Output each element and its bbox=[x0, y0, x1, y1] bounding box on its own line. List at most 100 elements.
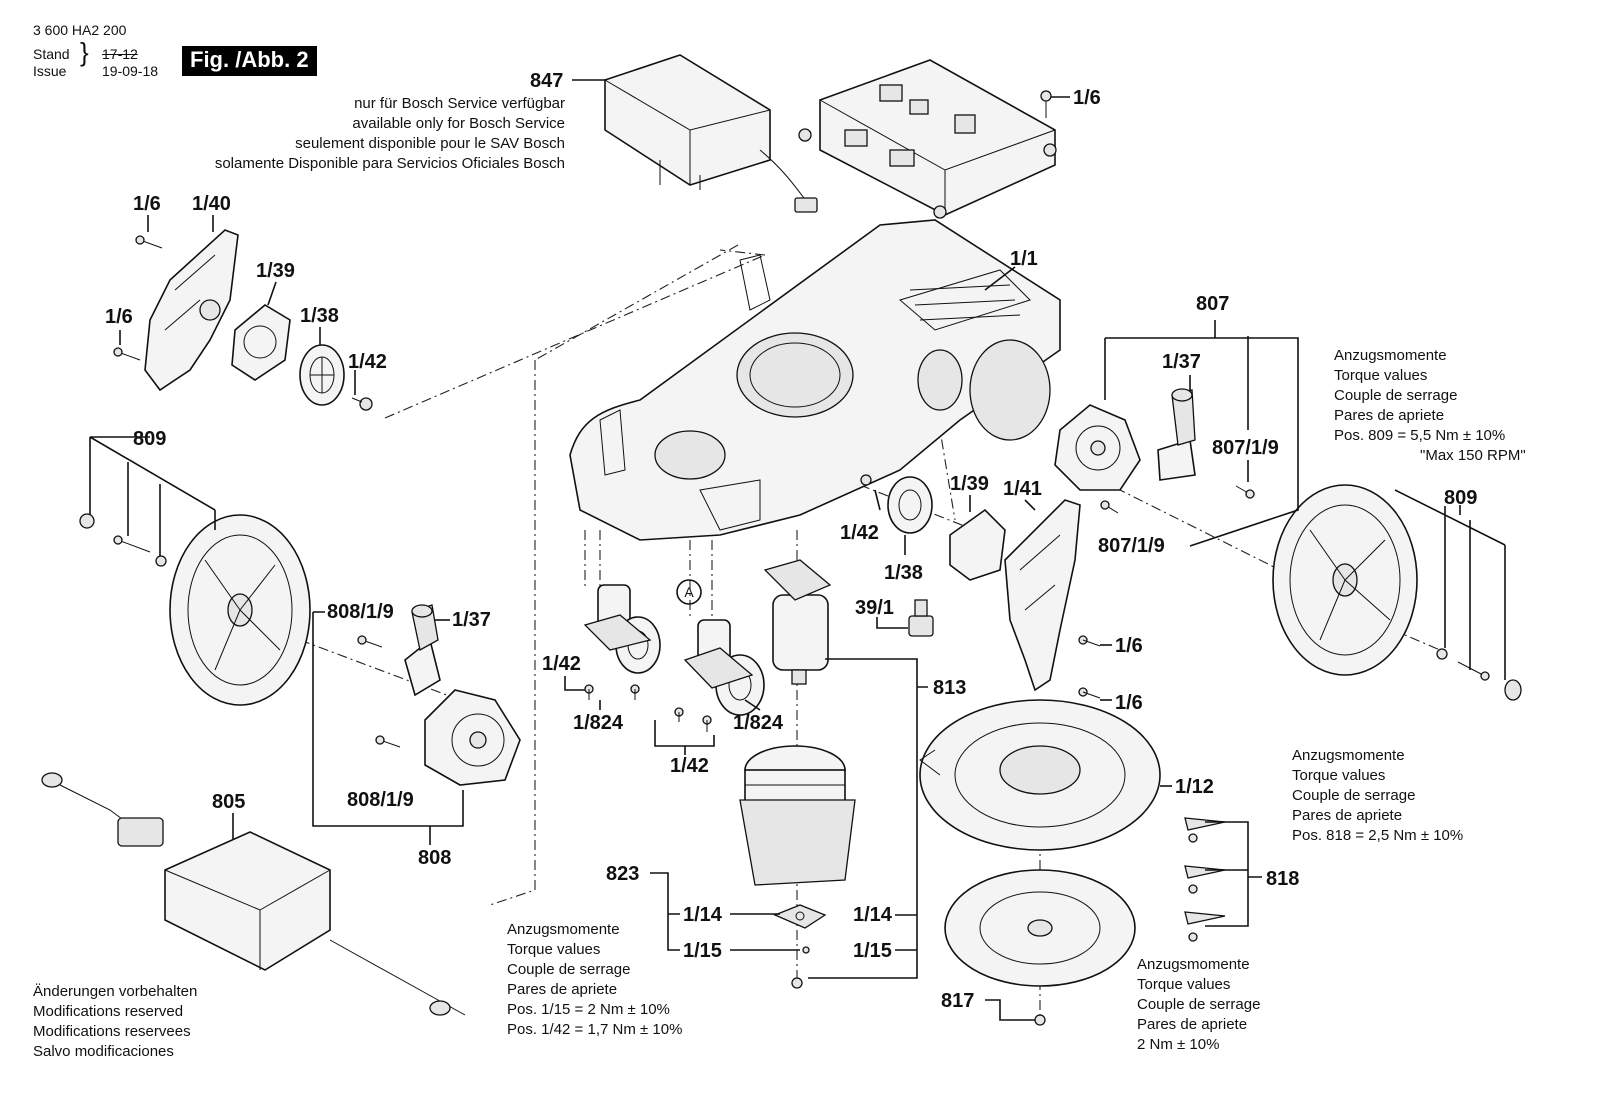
label-1-41: 1/41 bbox=[1003, 478, 1042, 500]
label-809-left: 809 bbox=[133, 428, 166, 450]
torque-note-line: Pares de apriete bbox=[507, 981, 618, 998]
service-note: nur für Bosch Service verfügbar availabl… bbox=[215, 94, 565, 174]
control-board bbox=[798, 59, 1057, 219]
torque-note-line: Pares de apriete bbox=[1292, 807, 1403, 824]
blades-818 bbox=[1184, 817, 1226, 942]
changes-note-line: Modifications reservees bbox=[33, 1023, 191, 1040]
label-1-42-wheel: 1/42 bbox=[542, 653, 581, 675]
torque-note-line: Pares de apriete bbox=[1137, 1016, 1248, 1033]
label-809-right: 809 bbox=[1444, 487, 1477, 509]
switch-39-1 bbox=[908, 599, 934, 637]
torque-note-line: 2 Nm ± 10% bbox=[1137, 1036, 1220, 1053]
guard-disc-817 bbox=[944, 869, 1136, 1026]
blade-disc-1-12 bbox=[919, 699, 1161, 851]
label-1-15-left: 1/15 bbox=[683, 940, 722, 962]
label-807-1-9-lower: 807/1/9 bbox=[1098, 535, 1165, 557]
label-1-6-mid-lower: 1/6 bbox=[1115, 692, 1143, 714]
gear-1-38-left bbox=[299, 344, 345, 406]
service-note-line: nur für Bosch Service verfügbar bbox=[354, 95, 565, 112]
gear-assembly-808 bbox=[424, 689, 521, 786]
label-1-37-right: 1/37 bbox=[1162, 351, 1201, 373]
torque-note-line: "Max 150 RPM" bbox=[1420, 447, 1526, 464]
label-1-38-mid: 1/38 bbox=[884, 562, 923, 584]
torque-note-line: Pos. 809 = 5,5 Nm ± 10% bbox=[1334, 427, 1506, 444]
blade-motor-813 bbox=[763, 559, 832, 685]
label-1-12: 1/12 bbox=[1175, 776, 1214, 798]
label-807-1-9-upper: 807/1/9 bbox=[1212, 437, 1279, 459]
label-1-824-right: 1/824 bbox=[733, 712, 784, 734]
issue-date: 19-09-18 bbox=[102, 63, 159, 79]
torque-note-disc: Anzugsmomente Torque values Couple de se… bbox=[1137, 955, 1260, 1055]
torque-note-line: Couple de serrage bbox=[507, 961, 631, 978]
label-39-1: 39/1 bbox=[855, 597, 894, 619]
changes-note-line: Salvo modificaciones bbox=[33, 1043, 174, 1060]
service-note-line: available only for Bosch Service bbox=[352, 115, 565, 132]
label-1-37-left: 1/37 bbox=[452, 609, 491, 631]
label-807: 807 bbox=[1196, 293, 1229, 315]
drive-motor-1-824-left bbox=[583, 584, 661, 674]
changes-note: Änderungen vorbehalten Modifications res… bbox=[33, 982, 197, 1062]
label-1-6-left-upper: 1/6 bbox=[133, 193, 161, 215]
label-1-14-left: 1/14 bbox=[683, 904, 723, 926]
bracket-1-37-right bbox=[1157, 388, 1196, 481]
screw-808-1-9-upper bbox=[357, 635, 383, 648]
screws-1-42-motors bbox=[584, 684, 712, 732]
torque-note-blade: Anzugsmomente Torque values Couple de se… bbox=[1292, 746, 1463, 846]
label-808: 808 bbox=[418, 847, 451, 869]
label-1-14-right: 1/14 bbox=[853, 904, 893, 926]
label-1-1: 1/1 bbox=[1010, 248, 1038, 270]
stand-date: 17-12 bbox=[102, 46, 138, 62]
gear-cover-1-39-mid bbox=[949, 508, 1006, 581]
label-1-42-left: 1/42 bbox=[348, 351, 387, 373]
gear-cover-1-39-left bbox=[231, 304, 291, 381]
label-1-40: 1/40 bbox=[192, 193, 231, 215]
gear-1-38-mid bbox=[887, 476, 933, 534]
wheel-left-809 bbox=[169, 514, 311, 706]
label-817: 817 bbox=[941, 990, 974, 1012]
label-1-6-mid-upper: 1/6 bbox=[1115, 635, 1143, 657]
screw-1-42-mid bbox=[860, 474, 872, 486]
label-1-15-right: 1/15 bbox=[853, 940, 892, 962]
label-1-39-mid: 1/39 bbox=[950, 473, 989, 495]
hub-nut-809-left bbox=[79, 513, 167, 567]
figure-title: Fig. /Abb. 2 bbox=[182, 46, 317, 76]
wheel-right-809 bbox=[1272, 484, 1418, 676]
leader-lines bbox=[89, 79, 1506, 1021]
label-847: 847 bbox=[530, 70, 563, 92]
screw-1-42-left bbox=[351, 397, 373, 411]
label-808-1-9-upper: 808/1/9 bbox=[327, 601, 394, 623]
label-1-42-mid: 1/42 bbox=[840, 522, 879, 544]
document-number: 3 600 HA2 200 bbox=[33, 22, 127, 38]
torque-note-line: Anzugsmomente bbox=[1137, 956, 1250, 973]
screw-1-6-left-upper bbox=[135, 235, 163, 249]
flange-1-14 bbox=[773, 904, 827, 929]
screws-1-6-mid bbox=[1078, 635, 1101, 699]
torque-note-wheel: Anzugsmomente Torque values Couple de se… bbox=[1334, 346, 1526, 466]
label-818: 818 bbox=[1266, 868, 1299, 890]
torque-note-line: Torque values bbox=[1137, 976, 1231, 993]
wheel-motor-housing-1-40 bbox=[144, 229, 239, 392]
label-1-6-left-lower: 1/6 bbox=[105, 306, 133, 328]
screws-1-15 bbox=[791, 946, 810, 989]
hub-nut-809-right bbox=[1436, 648, 1522, 701]
torque-note-line: Pos. 1/42 = 1,7 Nm ± 10% bbox=[507, 1021, 683, 1038]
screw-1-6-top bbox=[1040, 90, 1052, 118]
torque-note-line: Couple de serrage bbox=[1137, 996, 1261, 1013]
chassis-1-1 bbox=[569, 219, 1061, 541]
screw-807-1-9-upper bbox=[1235, 485, 1255, 499]
battery-pack-847 bbox=[604, 54, 818, 213]
wheel-motor-housing-1-41 bbox=[1004, 499, 1081, 692]
torque-note-line: Anzugsmomente bbox=[1334, 347, 1447, 364]
label-1-6-top: 1/6 bbox=[1073, 87, 1101, 109]
stand-label: Stand bbox=[33, 46, 70, 62]
label-805: 805 bbox=[212, 791, 245, 813]
service-note-line: solamente Disponible para Servicios Ofic… bbox=[214, 155, 565, 172]
label-823: 823 bbox=[606, 863, 639, 885]
changes-note-line: Modifications reserved bbox=[33, 1003, 184, 1020]
screw-1-6-left-lower bbox=[113, 347, 141, 361]
label-1-38-left: 1/38 bbox=[300, 305, 339, 327]
service-note-line: seulement disponible pour le SAV Bosch bbox=[295, 135, 565, 152]
gear-assembly-807 bbox=[1054, 404, 1141, 491]
